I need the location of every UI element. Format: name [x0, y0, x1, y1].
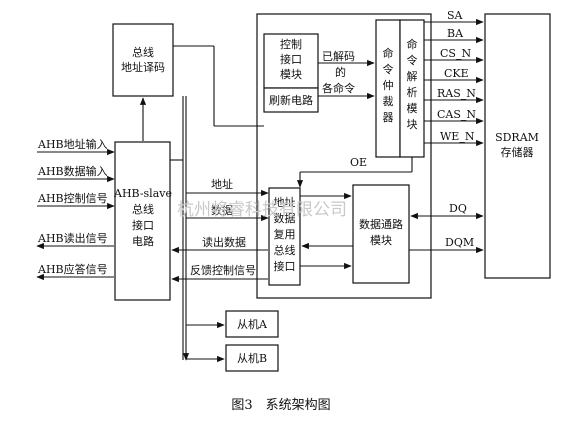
- ahb-slave-block: AHB-slave 总线 接口 电路: [113, 141, 172, 301]
- slave-b-label: 从机B: [237, 351, 267, 365]
- control-interface-block: 控制 接口 模块: [263, 33, 319, 89]
- mux-label-3: 复用: [274, 227, 296, 241]
- parser-char-3: 解: [407, 69, 418, 83]
- oe-label: OE: [350, 156, 367, 169]
- refresh-label: 刷新电路: [269, 93, 313, 107]
- mux-label-1: 地址: [274, 195, 296, 209]
- addr-data-mux-block: 地址 数据 复用 总线 接口: [268, 187, 301, 286]
- decoded-label-2: 的: [335, 65, 346, 79]
- address-signal-label: 地址: [211, 177, 233, 191]
- sdram-block: SDRAM 存储器: [484, 13, 551, 279]
- parser-char-4: 析: [407, 85, 418, 99]
- cs-n-label: CS_N: [440, 47, 471, 60]
- arbiter-char-5: 器: [383, 111, 394, 124]
- ctrl-if-label-2: 接口: [280, 53, 302, 66]
- ahb-address-input-label: AHB地址输入: [37, 137, 108, 151]
- dq-label: DQ: [449, 202, 467, 215]
- ctrl-if-label-3: 模块: [280, 68, 302, 81]
- read-data-label: 读出数据: [202, 235, 246, 249]
- ahb-control-signal-label: AHB控制信号: [37, 191, 108, 205]
- sdram-label-2: 存储器: [501, 145, 534, 159]
- arbiter-char-1: 命: [383, 46, 394, 60]
- slave-a-block: 从机A: [225, 310, 279, 338]
- parser-char-2: 令: [407, 53, 418, 67]
- datapath-label-1: 数据通路: [359, 217, 403, 231]
- dqm-label: DQM: [445, 236, 474, 249]
- decoded-label-1: 已解码: [322, 49, 355, 63]
- decoded-label-3: 各命令: [322, 81, 355, 95]
- address-decode-block: 总线 地址译码: [112, 23, 174, 97]
- cke-label: CKE: [444, 67, 469, 80]
- ahb-slave-label-3: 接口: [132, 219, 154, 232]
- ahb-slave-label-1: AHB-slave: [113, 187, 172, 200]
- feedback-control-label: 反馈控制信号: [190, 263, 256, 277]
- datapath-label-2: 模块: [370, 234, 392, 247]
- decode-to-control-path: [173, 45, 264, 127]
- ahb-response-signal-label: AHB应答信号: [37, 262, 108, 276]
- arbiter-char-2: 令: [383, 62, 394, 76]
- oe-signal: OE: [296, 156, 413, 188]
- ctrl-if-label-1: 控制: [280, 37, 302, 51]
- ba-label: BA: [447, 27, 464, 40]
- arbiter-char-4: 裁: [383, 95, 394, 108]
- ahb-read-signal-label: AHB读出信号: [37, 231, 108, 245]
- ahb-slave-label-4: 电路: [132, 235, 154, 248]
- slave-a-label: 从机A: [237, 317, 268, 331]
- slave-bus-lines: [170, 96, 225, 363]
- command-parser-block: 命 令 解 析 模 块: [399, 19, 425, 158]
- parser-char-1: 命: [407, 37, 418, 51]
- sdram-command-lines: SA BA CS_N CKE RAS_N CAS_N WE_N: [424, 9, 484, 147]
- ras-n-label: RAS_N: [437, 87, 476, 100]
- command-arbiter-block: 命 令 仲 裁 器: [375, 19, 401, 158]
- figure-caption: 图3 系统架构图: [231, 398, 330, 413]
- parser-char-5: 模: [407, 102, 418, 115]
- decoded-commands-arrow: 已解码 的 各命令: [318, 49, 375, 100]
- ahb-input-signals: AHB地址输入 AHB数据输入 AHB控制信号 AHB读出信号 AHB应答信号: [36, 137, 115, 281]
- addr-decode-label-2: 地址译码: [121, 60, 165, 74]
- mux-datapath-links: [300, 192, 353, 270]
- we-n-label: WE_N: [440, 130, 475, 143]
- mux-input-signals: 地址 数据 读出数据 反馈控制信号: [171, 177, 269, 283]
- dq-dqm-lines: DQ DQM: [409, 202, 484, 254]
- mux-label-4: 总线: [274, 243, 296, 257]
- data-signal-label: 数据: [211, 203, 233, 217]
- ahb-data-input-label: AHB数据输入: [37, 164, 108, 178]
- parser-char-6: 块: [407, 118, 418, 131]
- sdram-label-1: SDRAM: [495, 131, 539, 144]
- ahb-slave-label-2: 总线: [132, 202, 154, 216]
- mux-label-5: 接口: [274, 260, 296, 273]
- data-path-block: 数据通路 模块: [352, 184, 410, 284]
- arbiter-char-3: 仲: [383, 78, 394, 92]
- refresh-circuit-block: 刷新电路: [263, 87, 319, 113]
- addr-decode-label-1: 总线: [132, 45, 154, 59]
- watermark-text: 杭州将睿科技有限公司: [177, 200, 347, 220]
- slave-b-block: 从机B: [225, 344, 279, 372]
- cas-n-label: CAS_N: [437, 108, 476, 121]
- mux-label-2: 数据: [274, 211, 296, 225]
- sa-label: SA: [447, 9, 464, 22]
